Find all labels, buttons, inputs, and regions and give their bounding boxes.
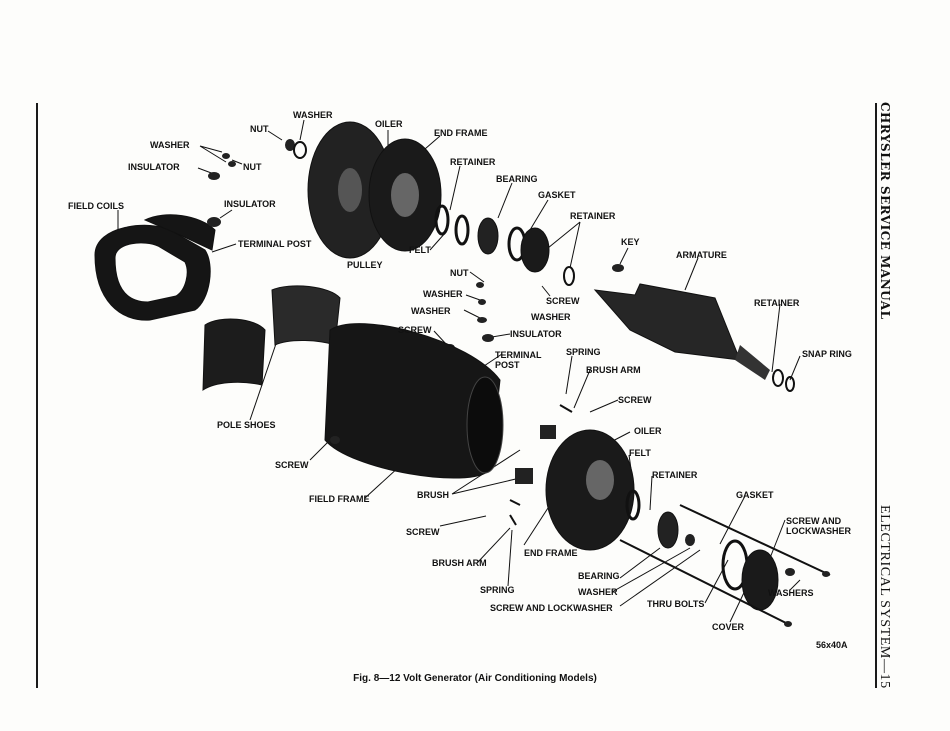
label-field-coils: FIELD COILS xyxy=(68,201,124,211)
label-field-frame: FIELD FRAME xyxy=(309,494,370,504)
label-brush-arm: BRUSH ARM xyxy=(432,558,487,568)
figure-caption: Fig. 8—12 Volt Generator (Air Conditioni… xyxy=(353,673,597,684)
label-screw-and-lockwasher: SCREW AND LOCKWASHER xyxy=(490,603,613,613)
label-brush: BRUSH xyxy=(417,490,450,500)
label-felt: FELT xyxy=(629,448,651,458)
label-screw: SCREW xyxy=(546,296,580,306)
label-washer: WASHER xyxy=(423,289,463,299)
label-gasket: GASKET xyxy=(538,190,576,200)
label-screw: SCREW xyxy=(398,325,432,335)
running-head-section-title: ELECTRICAL SYSTEM—15 xyxy=(877,505,892,689)
label-armature: ARMATURE xyxy=(676,250,727,260)
label-retainer: RETAINER xyxy=(754,298,800,308)
label-spring: SPRING xyxy=(480,585,515,595)
label-retainer: RETAINER xyxy=(450,157,496,167)
figure-code: 56x40A xyxy=(816,640,848,650)
label-pulley: PULLEY xyxy=(347,260,383,270)
label-insulator: INSULATOR xyxy=(128,162,180,172)
label-screw: SCREW xyxy=(406,527,440,537)
label-spring: SPRING xyxy=(566,347,601,357)
right-margin-rule xyxy=(875,103,877,688)
label-washers: WASHERS xyxy=(768,588,814,598)
label-nut: NUT xyxy=(450,268,469,278)
running-head-manual-title: CHRYSLER SERVICE MANUAL xyxy=(878,102,892,320)
label-felt: FELT xyxy=(409,245,431,255)
label-snap-ring: SNAP RING xyxy=(802,349,852,359)
label-retainer: RETAINER xyxy=(652,470,698,480)
label-nut: NUT xyxy=(243,162,262,172)
label-insulator: INSULATOR xyxy=(224,199,276,209)
label-screw-and-lockwasher: SCREW AND LOCKWASHER xyxy=(786,516,851,536)
label-washer: WASHER xyxy=(578,587,618,597)
label-screw: SCREW xyxy=(275,460,309,470)
label-terminal-post: TERMINAL POST xyxy=(238,239,312,249)
label-thru-bolts: THRU BOLTS xyxy=(647,599,705,609)
label-gasket: GASKET xyxy=(736,490,774,500)
label-insulator: INSULATOR xyxy=(510,329,562,339)
label-screw: SCREW xyxy=(618,395,652,405)
label-washer: WASHER xyxy=(411,306,451,316)
label-oiler: OILER xyxy=(634,426,662,436)
label-pole-shoes: POLE SHOES xyxy=(217,420,276,430)
label-retainer: RETAINER xyxy=(570,211,616,221)
label-end-frame: END FRAME xyxy=(524,548,578,558)
label-bearing: BEARING xyxy=(578,571,620,581)
label-oiler: OILER xyxy=(375,119,403,129)
label-key: KEY xyxy=(621,237,640,247)
label-terminal-post: TERMINAL POST xyxy=(495,350,542,370)
label-washer: WASHER xyxy=(150,140,190,150)
label-brush-arm: BRUSH ARM xyxy=(586,365,641,375)
label-bearing: BEARING xyxy=(496,174,538,184)
label-cover: COVER xyxy=(712,622,745,632)
label-washer: WASHER xyxy=(531,312,571,322)
label-nut: NUT xyxy=(250,124,269,134)
label-end-frame: END FRAME xyxy=(434,128,488,138)
left-margin-rule xyxy=(36,103,38,688)
label-washer: WASHER xyxy=(293,110,333,120)
